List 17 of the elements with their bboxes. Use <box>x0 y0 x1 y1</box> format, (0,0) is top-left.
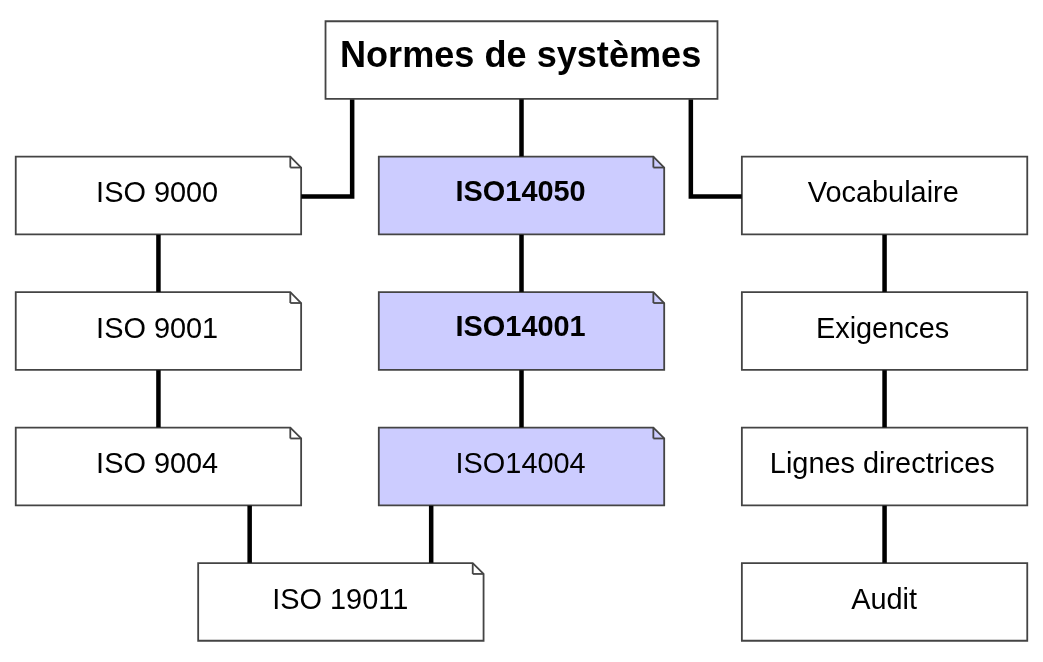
connector <box>428 505 434 563</box>
connector <box>519 370 524 428</box>
connector <box>882 234 887 292</box>
node-box: Audit <box>740 562 1029 642</box>
connector <box>688 99 742 199</box>
connector <box>156 370 161 428</box>
node-box: Normes de systèmes <box>324 20 719 100</box>
connector <box>301 99 355 199</box>
connector <box>519 234 524 292</box>
connector <box>156 234 161 292</box>
connector <box>247 505 252 563</box>
connector <box>882 505 887 563</box>
connector <box>519 99 524 157</box>
node-box: Lignes directrices <box>740 426 1029 507</box>
node-box: Vocabulaire <box>740 155 1029 236</box>
node-box: Exigences <box>740 291 1029 371</box>
connector <box>882 370 887 428</box>
